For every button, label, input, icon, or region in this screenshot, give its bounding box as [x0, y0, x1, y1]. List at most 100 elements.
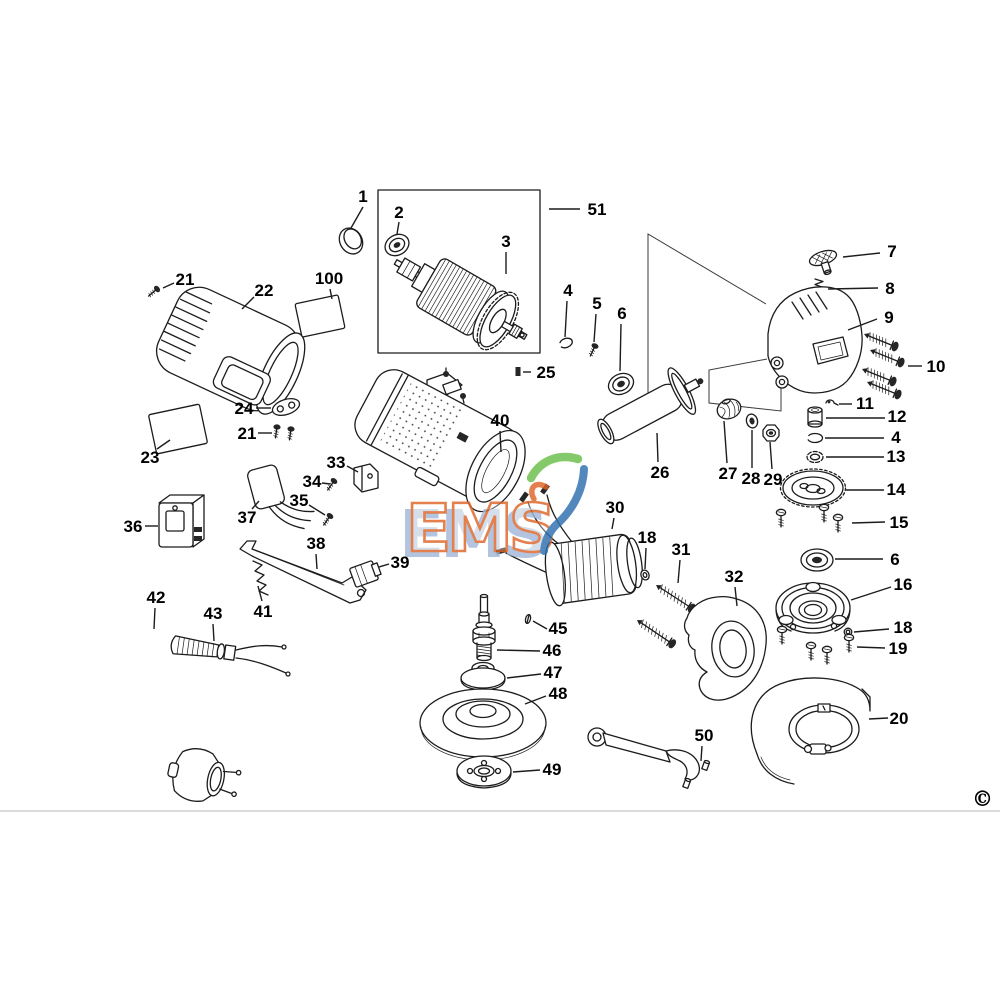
bearing-front [384, 233, 410, 257]
brush-access-plate [271, 398, 301, 416]
pin-spanner-wrench [587, 727, 711, 790]
leader-line-39 [378, 563, 390, 568]
leader-line-42 [153, 607, 156, 630]
leader-line-9 [847, 318, 878, 331]
part-label-42: 42 [147, 588, 166, 607]
screw-34 [324, 476, 340, 493]
key-45 [524, 613, 532, 625]
watermark-shadow-text: EMS [399, 496, 545, 573]
leader-line-23 [156, 439, 171, 450]
part-label-24: 24 [235, 399, 254, 418]
leader-line-21 [162, 282, 175, 289]
wave-washer-13 [806, 450, 824, 464]
washer-28 [745, 413, 759, 429]
leader-line-33 [346, 465, 359, 473]
leader-line-6 [619, 323, 622, 372]
bevel-gear-14 [779, 468, 847, 508]
part-label-49: 49 [543, 760, 562, 779]
part-label-4: 4 [891, 428, 901, 447]
part-label-39: 39 [391, 553, 410, 572]
leader-line-15 [851, 521, 886, 524]
washer-18c [640, 569, 650, 581]
outer-flange-nut [456, 755, 512, 789]
part-label-10: 10 [927, 357, 946, 376]
bearing-rear [607, 372, 635, 396]
retaining-ring [338, 227, 364, 255]
leader-line-22 [241, 296, 255, 310]
part-label-45: 45 [549, 619, 568, 638]
watermark-figure-blue [540, 465, 588, 555]
part-label-40: 40 [491, 411, 510, 430]
wheel-guard [750, 677, 871, 785]
copyright-symbol: © [972, 786, 993, 811]
part-label-48: 48 [549, 684, 568, 703]
part-label-11: 11 [856, 394, 874, 413]
circlip-4b [806, 432, 824, 444]
side-handle [597, 367, 704, 445]
leader-line-49 [512, 769, 541, 773]
screw-21c-2 [285, 425, 296, 442]
leader-line-48 [524, 695, 547, 705]
lock-nut-29 [762, 424, 780, 442]
part-label-26: 26 [651, 463, 670, 482]
slider-39 [349, 560, 382, 588]
screws-15 [775, 503, 844, 533]
part-label-5: 5 [592, 294, 601, 313]
part-label-7: 7 [887, 242, 896, 261]
leader-line-41 [257, 585, 263, 602]
leader-line-31 [677, 559, 681, 584]
part-labels-layer: 1235145625212210078910111241314156161819… [124, 187, 946, 779]
part-label-41: 41 [254, 602, 273, 621]
leader-line-7 [842, 252, 881, 258]
part-label-13: 13 [887, 447, 906, 466]
part-label-2: 2 [394, 203, 403, 222]
part-label-38: 38 [307, 534, 326, 553]
leader-line-29 [769, 441, 773, 470]
part-label-1: 1 [358, 187, 367, 206]
leader-line-35 [308, 504, 326, 516]
part-label-21: 21 [238, 424, 257, 443]
leader-line-16 [850, 586, 892, 601]
leader-line-19 [856, 646, 886, 649]
leader-line-46 [496, 649, 541, 652]
bracket-33 [353, 463, 379, 493]
part-label-18: 18 [638, 528, 657, 547]
label-plate-100 [294, 294, 346, 338]
stator [544, 533, 643, 607]
leader-line-40 [499, 430, 502, 453]
leader-line-47 [506, 673, 542, 679]
bearing-flange-16 [775, 581, 851, 634]
part-label-22: 22 [255, 281, 274, 300]
clip-11 [825, 399, 839, 406]
trigger-lever [239, 540, 367, 604]
part-label-25: 25 [537, 363, 556, 382]
part-label-9: 9 [884, 308, 893, 327]
screws-10 [859, 328, 907, 402]
screw-21a [145, 283, 162, 300]
part-label-23: 23 [141, 448, 160, 467]
part-label-8: 8 [885, 279, 894, 298]
ems-watermark: EMS EMS [399, 452, 588, 573]
part-label-15: 15 [890, 513, 909, 532]
spindle-lock-pinion [716, 398, 742, 420]
leader-line-32 [734, 586, 738, 607]
power-cord [115, 641, 242, 802]
part-label-34: 34 [303, 472, 322, 491]
part-label-46: 46 [543, 641, 562, 660]
leader-line-18 [644, 547, 647, 570]
leader-line-38 [315, 553, 318, 570]
part-label-18: 18 [894, 618, 913, 637]
inner-flange [460, 661, 506, 691]
screw-21c-1 [271, 423, 282, 440]
part-label-37: 37 [238, 508, 257, 527]
part-label-29: 29 [764, 470, 783, 489]
part-label-31: 31 [672, 540, 691, 559]
carbon-brush-icon [515, 367, 521, 376]
part-label-6: 6 [617, 304, 626, 323]
motor-housing [155, 286, 306, 415]
projection-lines [647, 233, 782, 412]
lock-knob [808, 249, 838, 276]
part-label-100: 100 [315, 269, 343, 288]
